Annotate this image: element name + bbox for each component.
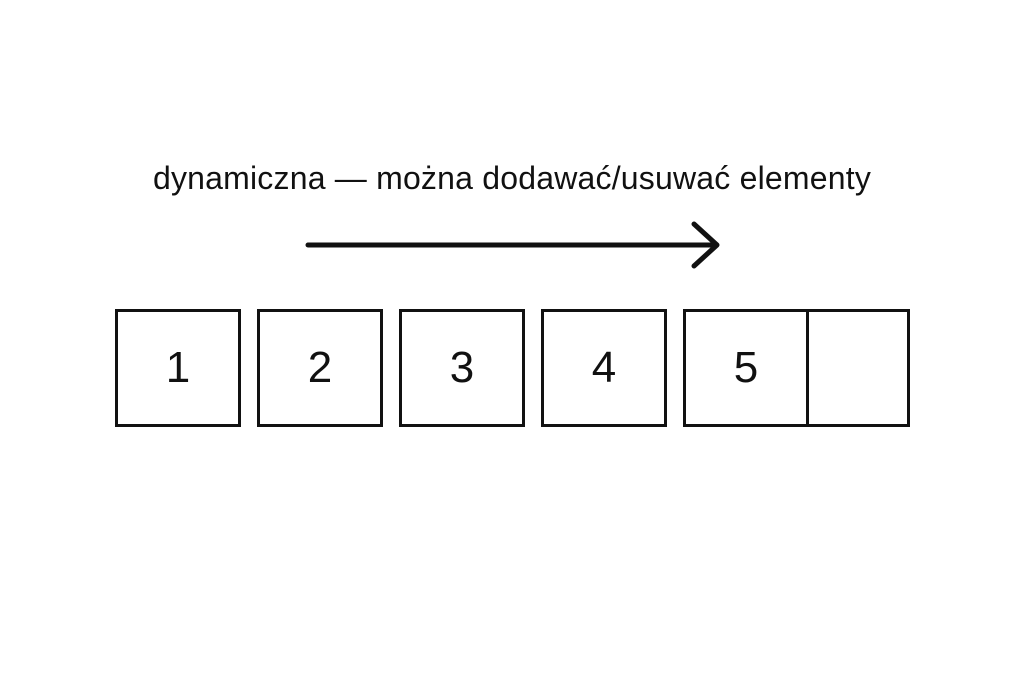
array-cell-2: 2 [257,309,383,427]
array-cell-empty [806,309,910,427]
array-description: dynamiczna — można dodawać/usuwać elemen… [152,160,872,196]
arrow-head [691,221,720,269]
array-cell-5: 5 [683,309,809,427]
array-cell-3: 3 [399,309,525,427]
array-cell-1: 1 [115,309,241,427]
arrow-right-icon [305,221,720,269]
array-cell-4: 4 [541,309,667,427]
